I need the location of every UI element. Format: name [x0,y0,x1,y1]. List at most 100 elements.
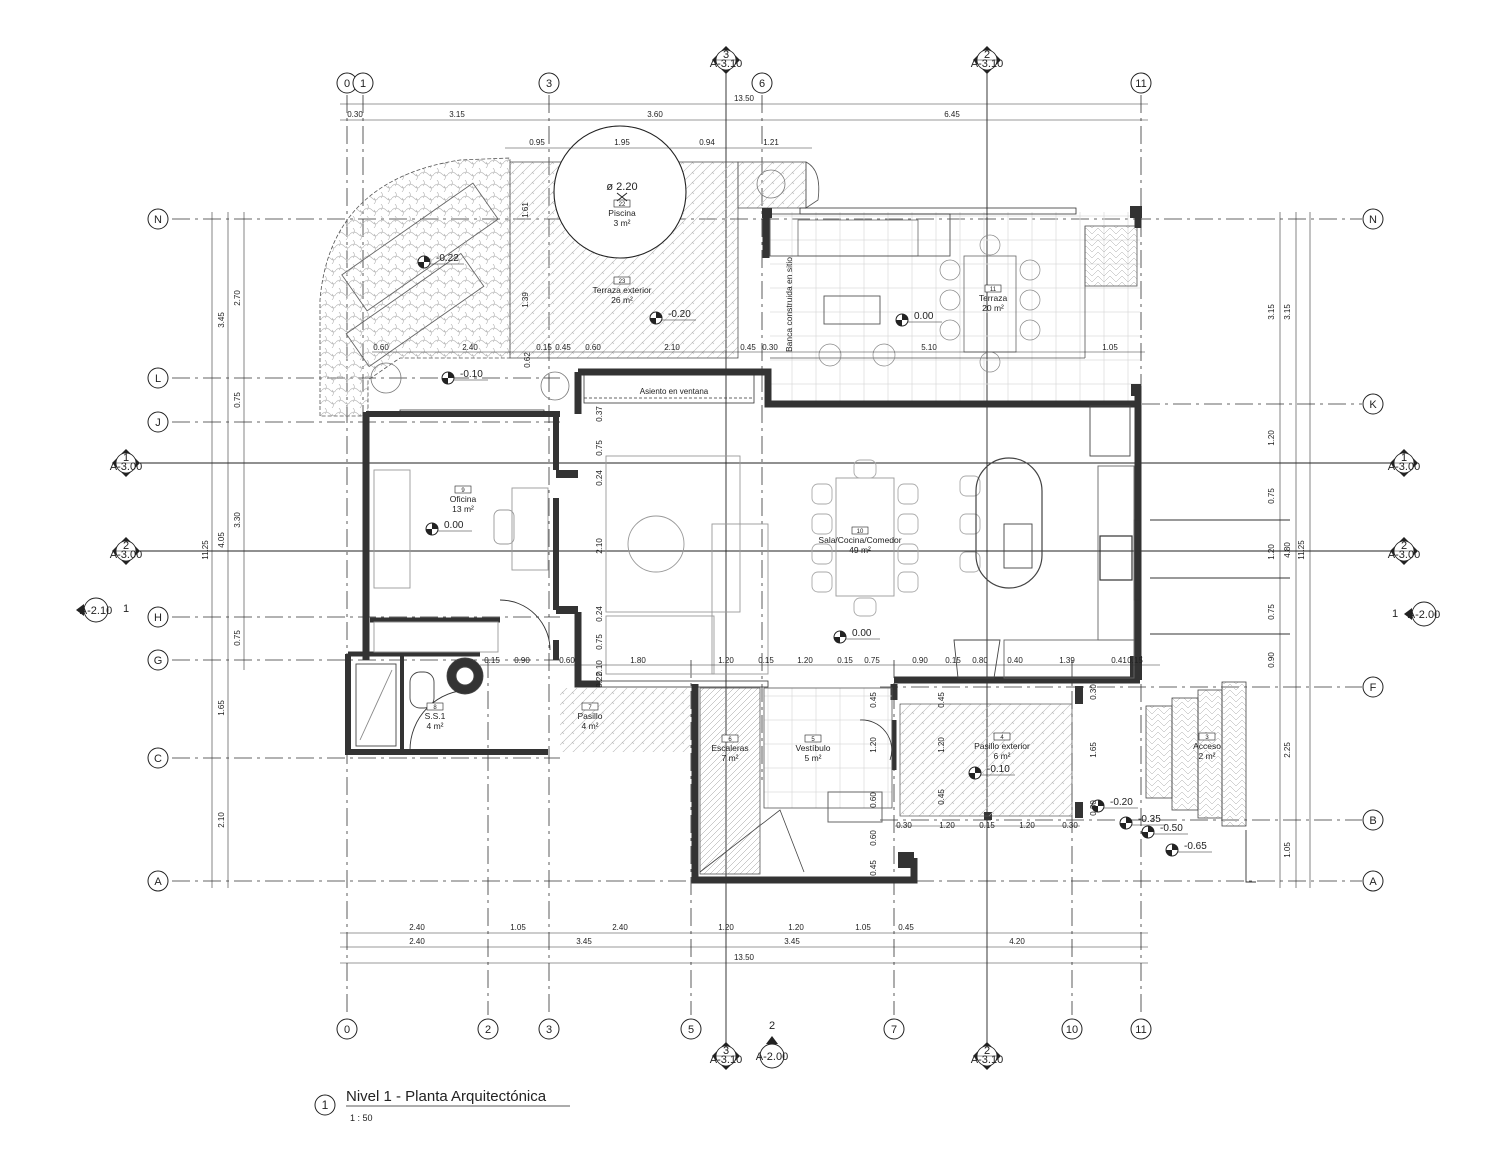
elevation-marker-sheet: A-2.10 [80,605,112,617]
dim-right-inner: 1.20 [1267,430,1276,446]
section-marker-number: 2 [123,540,129,552]
level-mark: -0.50 [1141,823,1188,839]
room-name: Escaleras [711,743,748,753]
dim-interior-row: 0.90 [514,656,530,665]
dim-vertical: 0.75 [595,634,604,650]
dim-vertical: 0.45 [869,692,878,708]
dim-terrace-row: 0.30 [762,343,778,352]
exterior-paving [319,125,820,417]
dim-top-segment: 6.45 [944,110,960,119]
room-number: 8 [433,705,437,711]
dim-right-outer: 3.15 [1283,304,1292,320]
grid-bubble: 6 [751,72,773,94]
dim-bottom-row1: 0.45 [898,923,914,932]
dim-right-inner: 3.15 [1267,304,1276,320]
view-number: 1 [322,1098,329,1112]
level-value: -0.35 [1138,814,1161,825]
level-value: -0.10 [987,764,1010,775]
dim-vertical: 1.65 [1089,742,1098,758]
room-number: 23 [619,279,626,285]
dim-vertical: 1.39 [521,292,530,308]
dim-vertical: 0.22 [595,672,604,688]
dim-left-outer: 4.05 [217,532,226,548]
section-marker-number: 2 [1401,540,1407,552]
dim-pool: 1.21 [763,138,779,147]
dim-right-outer: 1.05 [1283,842,1292,858]
dim-interior-row: 0.75 [864,656,880,665]
room-name: Vestíbulo [796,743,831,753]
dim-interior-row: 0.80 [972,656,988,665]
dim-bottom-row1: 1.05 [855,923,871,932]
room-name: Oficina [450,494,477,504]
dim-terrace-row: 0.60 [585,343,601,352]
dim-passage-row: 1.20 [1019,821,1035,830]
grid-bubble-label: 5 [688,1024,694,1036]
grid-bubble: K [1362,393,1384,415]
bathroom-fixtures [355,657,484,751]
grid-bubble: G [147,649,169,671]
room-number: 6 [728,737,732,743]
dim-top-segment: 0.30 [347,110,363,119]
dim-interior-row: 0.15 [1127,656,1143,665]
dim-bottom-row1: 2.40 [612,923,628,932]
room-name: Terraza [979,293,1008,303]
dim-right-outer: 4.80 [1283,542,1292,558]
grid-bubble-label: 3 [546,78,552,90]
grid-bubble-label: L [155,373,161,385]
section-marker-sheet: A-3.00 [110,461,142,473]
section-marker-number: 1 [1401,452,1407,464]
dim-vertical: 0.60 [869,792,878,808]
level-value: -0.65 [1184,841,1207,852]
dim-vertical: 0.62 [523,352,532,368]
grid-bubble-label: 3 [546,1024,552,1036]
grid-bubble: A [147,870,169,892]
dim-passage-row: 0.15 [979,821,995,830]
room-number: 4 [1000,735,1004,741]
drawing-scale: 1 : 50 [350,1113,373,1123]
dim-bottom-row2: 2.40 [409,937,425,946]
dim-interior-row: 1.20 [718,656,734,665]
level-mark: -0.10 [441,369,488,385]
room-area: 49 m² [849,545,871,555]
dim-left-total: 11.25 [201,540,210,560]
dim-terrace-row: 2.40 [462,343,478,352]
room-number: 10 [857,529,864,535]
section-marker-number: 1 [123,452,129,464]
dim-interior-row: 1.20 [797,656,813,665]
dim-right-inner: 1.20 [1267,544,1276,560]
dim-interior-row: 0.15 [945,656,961,665]
section-marker-number: 3 [723,1045,729,1057]
grid-bubble-label: 6 [759,78,765,90]
dim-right-inner: 0.75 [1267,604,1276,620]
section-marker: 1A-3.00 [1388,449,1420,477]
room-area: 6 m² [994,751,1011,761]
level-mark: 0.00 [895,311,942,327]
dim-vertical: 0.30 [1089,684,1098,700]
level-value: 0.00 [914,311,934,322]
dim-vertical: 0.45 [937,692,946,708]
section-marker: 3A-3.10 [710,1042,742,1070]
dim-left-outer: 3.45 [217,312,226,328]
elevation-marker: A-2.002 [756,1020,788,1069]
section-marker: 2A-3.00 [110,537,142,565]
dim-right-inner: 0.90 [1267,652,1276,668]
dim-left-inner: 2.70 [233,290,242,306]
grid-bubble-label: 1 [360,78,366,90]
dim-vertical: 0.45 [869,860,878,876]
section-marker-number: 3 [723,49,729,61]
grid-bubble-label: 2 [485,1024,491,1036]
room-area: 26 m² [611,295,633,305]
dim-terrace-row: 0.45 [740,343,756,352]
grid-bubble-label: F [1370,682,1377,694]
section-marker-sheet: A-3.00 [1388,549,1420,561]
room-area: 20 m² [982,303,1004,313]
dim-vertical: 0.45 [937,789,946,805]
room-name: S.S.1 [425,711,446,721]
